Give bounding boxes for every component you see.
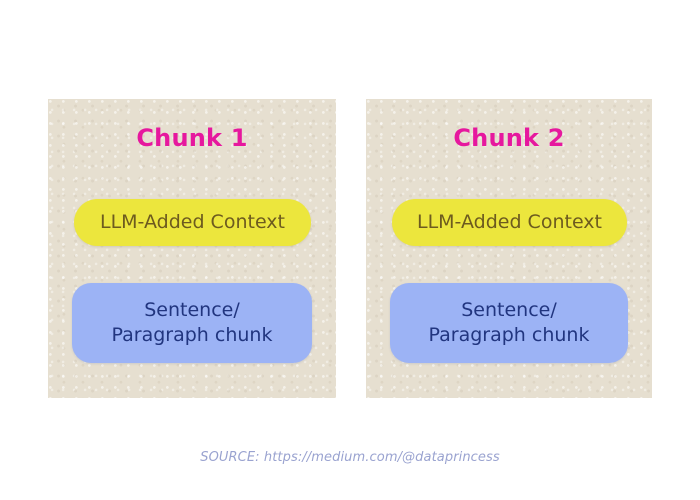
chunk-panel-2-chunk-line-2: Paragraph chunk — [428, 324, 590, 346]
chunk-panels-group: Chunk 1 LLM-Added Context Sentence/Parag… — [48, 99, 652, 398]
chunk-panel-2-title: Chunk 2 — [453, 124, 565, 152]
chunk-panel-1-chunk-line-2: Paragraph chunk — [111, 324, 273, 346]
chunk-panel-2-chunk-box: Sentence/Paragraph chunk — [390, 283, 628, 363]
chunk-panel-1-title: Chunk 1 — [136, 124, 248, 152]
chunk-panel-2-chunk-label: Sentence/Paragraph chunk — [429, 298, 590, 347]
chunk-panel-1: Chunk 1 LLM-Added Context Sentence/Parag… — [48, 99, 336, 398]
chunk-panel-2-context-pill: LLM-Added Context — [392, 199, 627, 246]
chunk-panel-1-chunk-line-1: Sentence/ — [144, 299, 240, 322]
source-attribution: SOURCE: https://medium.com/@dataprincess — [200, 450, 500, 465]
chunk-panel-2-chunk-line-1: Sentence/ — [461, 299, 557, 322]
chunk-panel-1-context-pill: LLM-Added Context — [74, 199, 311, 246]
chunk-panel-2-context-label: LLM-Added Context — [416, 211, 602, 233]
chunk-panel-1-chunk-label: Sentence/Paragraph chunk — [112, 298, 273, 347]
chunk-panel-1-context-label: LLM-Added Context — [99, 211, 285, 233]
chunk-panel-1-chunk-box: Sentence/Paragraph chunk — [72, 283, 312, 363]
chunk-panel-2: Chunk 2 LLM-Added Context Sentence/Parag… — [366, 99, 652, 398]
